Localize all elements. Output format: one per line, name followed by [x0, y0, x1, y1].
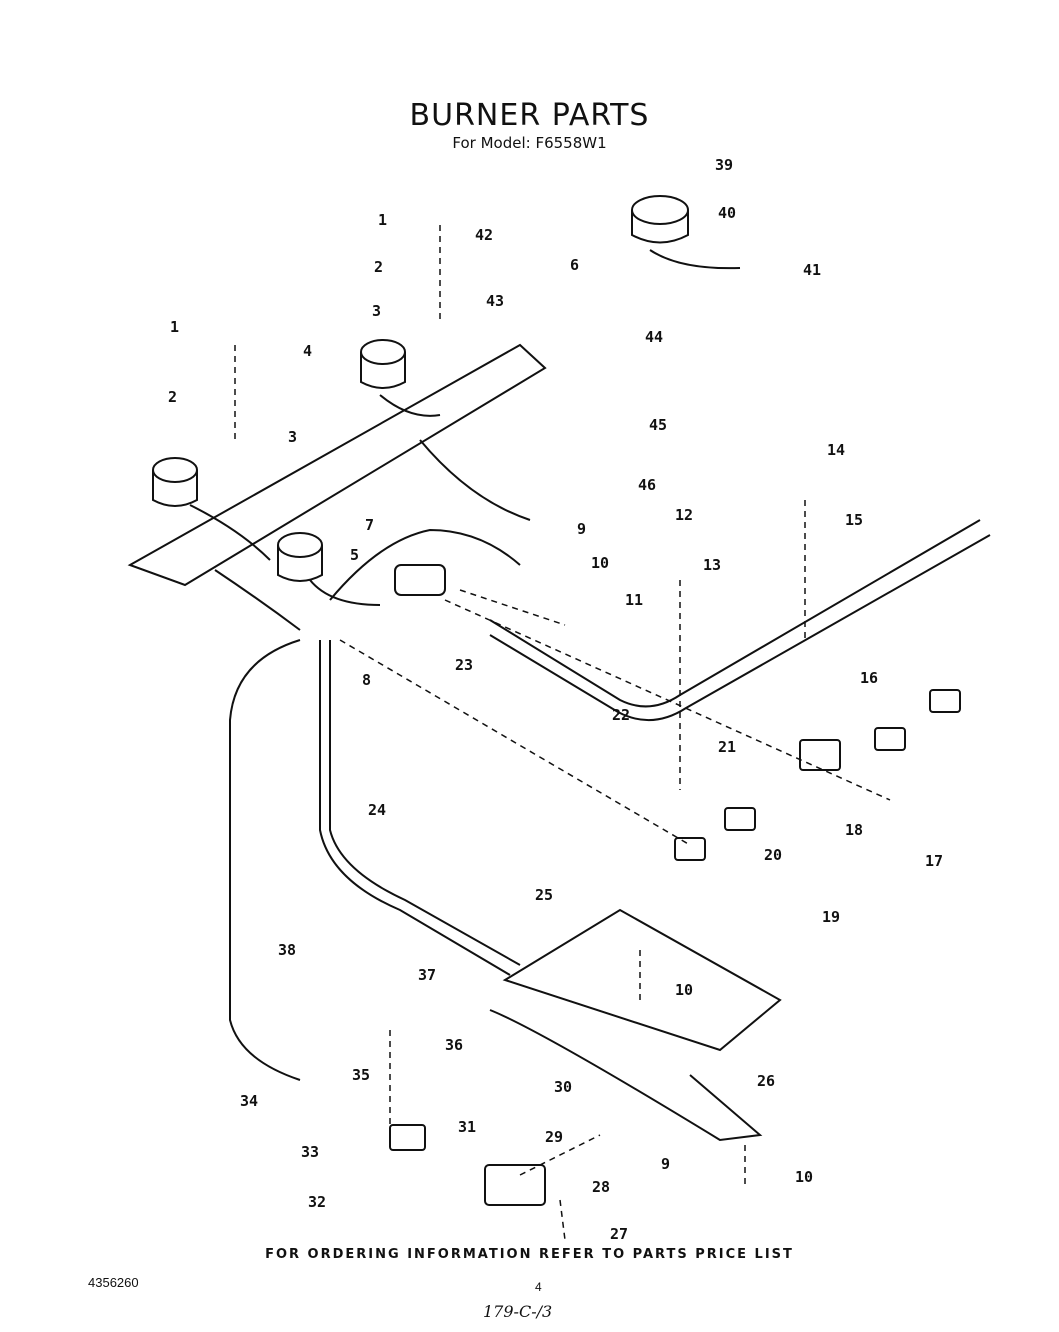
burner-valve-3	[874, 727, 906, 751]
lighter-valve	[799, 739, 841, 771]
part-number-label: 2	[168, 388, 177, 406]
part-number-label: 39	[715, 156, 733, 174]
handwritten-note: 179-C-/3	[483, 1302, 553, 1321]
burner-valve-1	[674, 837, 706, 861]
part-number-label: 11	[625, 591, 643, 609]
burner-head-center	[277, 532, 323, 558]
part-number-label: 17	[925, 852, 943, 870]
part-number-label: 36	[445, 1036, 463, 1054]
part-number-label: 12	[675, 506, 693, 524]
pressure-regulator	[394, 564, 446, 596]
oven-valve	[389, 1124, 426, 1151]
part-number-label: 33	[301, 1143, 319, 1161]
part-number-label: 27	[610, 1225, 628, 1243]
part-number-label: 35	[352, 1066, 370, 1084]
part-number-label: 41	[803, 261, 821, 279]
part-number-label: 34	[240, 1092, 258, 1110]
part-number-label: 46	[638, 476, 656, 494]
simmer-burner	[631, 195, 689, 225]
part-number-label: 9	[577, 520, 586, 538]
part-number-label: 44	[645, 328, 663, 346]
part-number-label: 37	[418, 966, 436, 984]
oven-supply-tube	[319, 640, 511, 976]
part-number-label: 45	[649, 416, 667, 434]
page-number: 4	[535, 1280, 542, 1294]
part-number-label: 26	[757, 1072, 775, 1090]
manifold-pipe	[489, 519, 981, 708]
part-number-label: 40	[718, 204, 736, 222]
part-number-label: 10	[591, 554, 609, 572]
part-number-label: 18	[845, 821, 863, 839]
part-number-label: 28	[592, 1178, 610, 1196]
part-number-label: 16	[860, 669, 878, 687]
part-number-label: 1	[170, 318, 179, 336]
part-number-label: 24	[368, 801, 386, 819]
part-number-label: 3	[288, 428, 297, 446]
burner-valve-4	[929, 689, 961, 713]
part-number-label: 15	[845, 511, 863, 529]
oven-burner-baffle	[502, 908, 782, 1052]
part-number-label: 10	[795, 1168, 813, 1186]
part-number-label: 29	[545, 1128, 563, 1146]
part-number-label: 19	[822, 908, 840, 926]
burner-head-left	[152, 457, 198, 483]
part-number-label: 5	[350, 546, 359, 564]
part-number-label: 43	[486, 292, 504, 310]
part-number-label: 42	[475, 226, 493, 244]
part-number-label: 13	[703, 556, 721, 574]
safety-valve	[484, 1164, 546, 1206]
part-number-label: 9	[661, 1155, 670, 1173]
page-title: BURNER PARTS	[409, 98, 650, 133]
pilot-tube	[229, 639, 301, 1081]
part-number-label: 10	[675, 981, 693, 999]
model-subtitle: For Model: F6558W1	[452, 134, 607, 152]
part-number-label: 6	[570, 256, 579, 274]
burner-support-bar	[127, 343, 547, 587]
part-number-label: 2	[374, 258, 383, 276]
part-number-label: 7	[365, 516, 374, 534]
part-number-label: 23	[455, 656, 473, 674]
part-number-label: 25	[535, 886, 553, 904]
oven-burner	[489, 1009, 763, 1142]
part-number-label: 31	[458, 1118, 476, 1136]
part-number-label: 20	[764, 846, 782, 864]
ordering-info-note: FOR ORDERING INFORMATION REFER TO PARTS …	[265, 1247, 794, 1262]
part-number-label: 38	[278, 941, 296, 959]
part-number-label: 3	[372, 302, 381, 320]
part-number-label: 8	[362, 671, 371, 689]
part-number-label: 30	[554, 1078, 572, 1096]
part-number-label: 1	[378, 211, 387, 229]
part-number-label: 21	[718, 738, 736, 756]
part-number-label: 14	[827, 441, 845, 459]
burner-valve-2	[724, 807, 756, 831]
part-number-label: 22	[612, 706, 630, 724]
part-number-label: 32	[308, 1193, 326, 1211]
part-number-label: 4	[303, 342, 312, 360]
burner-head-rear	[360, 339, 406, 365]
document-number: 4356260	[88, 1275, 139, 1290]
